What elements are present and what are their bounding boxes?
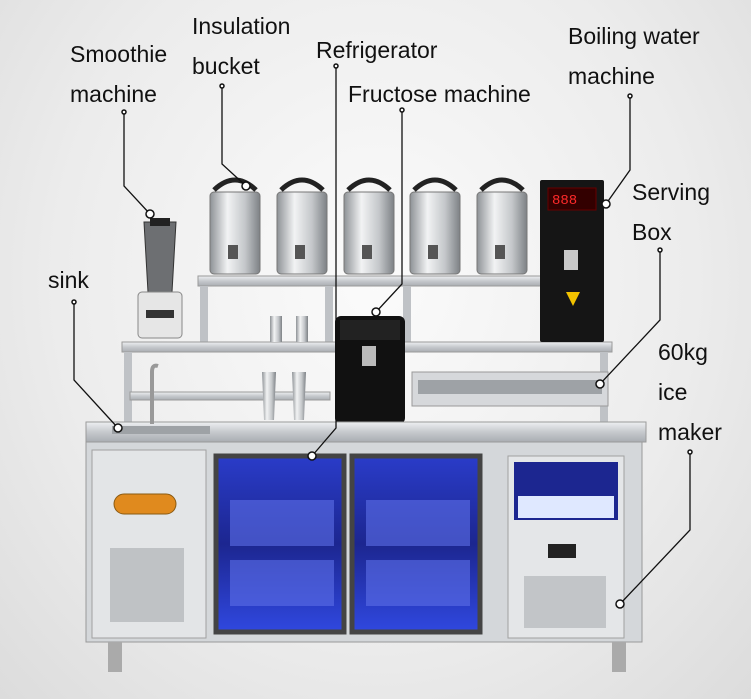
- svg-text:888: 888: [552, 193, 577, 209]
- fructose-machine: [335, 316, 405, 424]
- label-boiling-water-machine: Boiling water machine: [568, 16, 700, 96]
- label-serving-line2: Box: [632, 219, 672, 245]
- label-insulation-bucket: Insulation bucket: [192, 6, 290, 86]
- smoothie-machine: [137, 218, 183, 339]
- label-insulation-line1: Insulation: [192, 13, 291, 39]
- label-smoothie-machine: Smoothie machine: [70, 34, 167, 114]
- label-refrigerator: Refrigerator: [316, 37, 438, 63]
- leader-dots: [71, 63, 693, 609]
- label-ice-line3: maker: [658, 419, 722, 445]
- label-boiling-line2: machine: [568, 63, 655, 89]
- serving-box: [411, 371, 609, 407]
- leader-lines: [73, 66, 691, 605]
- insulation-buckets: [209, 177, 528, 275]
- counter: [85, 363, 647, 672]
- label-ice-line1: 60kg: [658, 339, 708, 365]
- label-sink: sink: [48, 267, 89, 293]
- label-serving-line1: Serving: [632, 179, 710, 205]
- label-serving-box: Serving Box: [632, 172, 710, 252]
- upper-shelf: [121, 275, 613, 422]
- label-fructose-machine: Fructose machine: [348, 81, 531, 107]
- shakers: [262, 316, 308, 420]
- label-smoothie-line2: machine: [70, 81, 157, 107]
- label-boiling-line1: Boiling water: [568, 23, 700, 49]
- label-smoothie-line1: Smoothie: [70, 41, 168, 67]
- label-ice-maker: 60kg ice maker: [658, 332, 722, 452]
- boiling-water-machine: 888: [540, 180, 604, 342]
- label-insulation-line2: bucket: [192, 53, 260, 79]
- label-ice-line2: ice: [658, 379, 688, 405]
